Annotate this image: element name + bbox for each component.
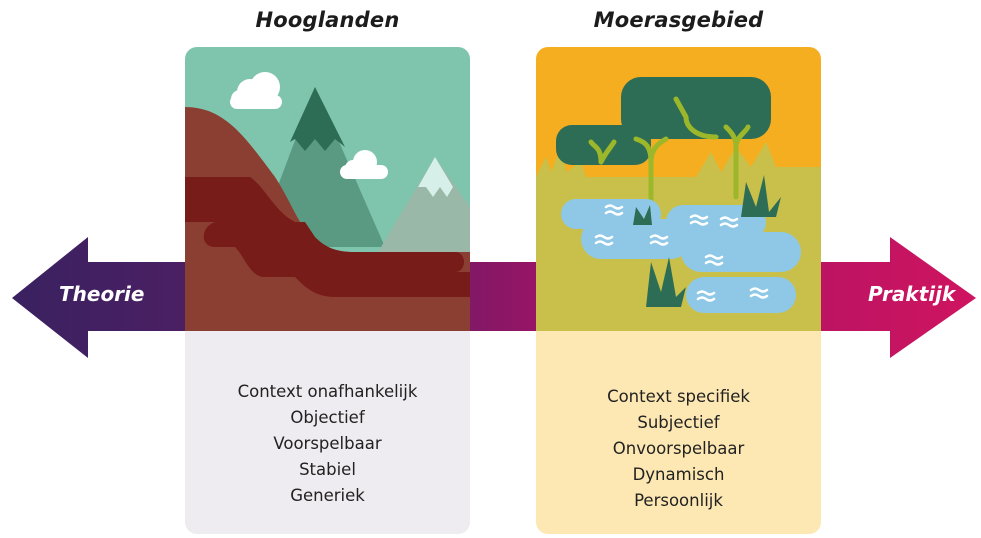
- highlands-traits-list: Context onafhankelijk Objectief Voorspel…: [185, 379, 470, 509]
- trait-item: Subjectief: [637, 413, 720, 432]
- theory-label: Theorie: [59, 282, 145, 306]
- trait-item: Onvoorspelbaar: [612, 439, 745, 458]
- trait-item: Context onafhankelijk: [237, 382, 418, 401]
- mountain-icon: [185, 47, 470, 331]
- trait-item: Generiek: [290, 486, 365, 505]
- trait-item: Persoonlijk: [634, 491, 723, 510]
- arrow-shape: [12, 237, 976, 358]
- swamp-traits-panel: Context specifiek Subjectief Onvoorspelb…: [536, 331, 821, 534]
- trait-item: Stabiel: [299, 460, 356, 479]
- swamp-title: Moerasgebied: [593, 8, 764, 32]
- practice-label: Praktijk: [868, 282, 956, 306]
- trait-item: Dynamisch: [632, 465, 725, 484]
- highlands-traits-panel: Context onafhankelijk Objectief Voorspel…: [185, 331, 470, 534]
- highlands-title: Hooglanden: [255, 8, 400, 32]
- swamp-traits-list: Context specifiek Subjectief Onvoorspelb…: [536, 384, 821, 514]
- trait-item: Context specifiek: [607, 387, 750, 406]
- trait-item: Objectief: [290, 408, 365, 427]
- highlands-illustration: [185, 47, 470, 331]
- swamp-illustration: [536, 47, 821, 331]
- swamp-icon: [536, 47, 821, 331]
- trait-item: Voorspelbaar: [273, 434, 382, 453]
